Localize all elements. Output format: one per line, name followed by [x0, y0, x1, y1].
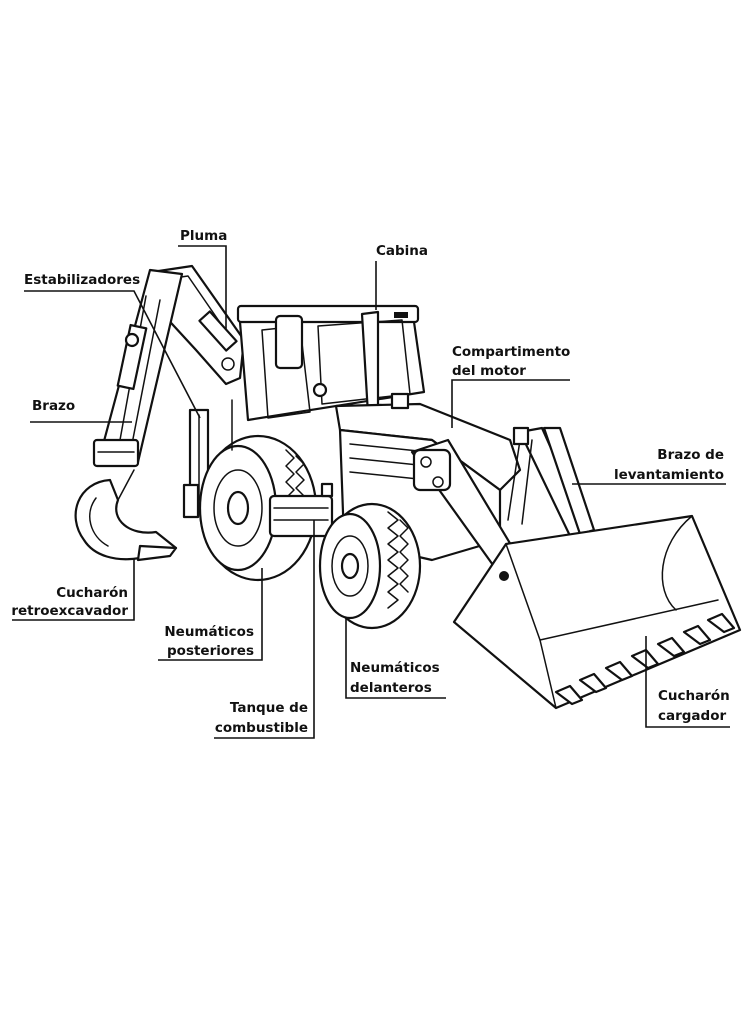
backhoe-arm	[92, 268, 184, 468]
loader-bucket	[452, 514, 742, 710]
leader-compartimento	[451, 379, 570, 428]
label-compartimento-line2: del motor	[452, 363, 526, 379]
label-cucharon-carg-line2: cargador	[658, 708, 726, 724]
backhoe-bucket	[74, 469, 178, 562]
loader-lift-arm	[410, 426, 596, 574]
label-neum-post-line1: Neumáticos	[164, 624, 254, 640]
label-cucharon-retro-line2: retroexcavador	[11, 603, 128, 619]
label-cucharon-retro-line1: Cucharón	[56, 585, 128, 601]
leader-estabilizadores	[24, 290, 201, 419]
cab	[231, 304, 426, 451]
label-cucharon-carg-line1: Cucharón	[658, 688, 730, 704]
leader-neum-del	[345, 618, 446, 699]
front-tire	[318, 502, 422, 630]
leader-neum-post	[158, 568, 263, 661]
backhoe-illustration	[74, 264, 742, 710]
label-brazo-lev-line2: levantamiento	[614, 467, 724, 483]
leader-cucharon-retro	[12, 558, 135, 621]
fuel-tank	[268, 482, 334, 538]
leader-lines	[12, 245, 730, 739]
labels: Pluma Estabilizadores Cabina Brazo Compa…	[11, 228, 729, 736]
label-neum-del-line2: delanteros	[350, 680, 432, 696]
label-tanque-line2: combustible	[215, 720, 308, 736]
label-estabilizadores: Estabilizadores	[24, 272, 140, 288]
label-brazo-lev-line1: Brazo de	[657, 447, 724, 463]
label-brazo: Brazo	[32, 398, 75, 414]
label-neum-del-line1: Neumáticos	[350, 660, 440, 676]
bucket-teeth	[554, 612, 736, 706]
leader-tanque	[214, 520, 315, 739]
label-compartimento-line1: Compartimento	[452, 344, 570, 360]
leader-cucharon-carg	[645, 636, 730, 728]
label-cabina: Cabina	[376, 243, 428, 259]
label-tanque-line1: Tanque de	[230, 700, 308, 716]
label-neum-post-line2: posteriores	[167, 643, 254, 659]
leader-pluma	[178, 245, 227, 330]
label-pluma: Pluma	[180, 228, 227, 244]
stabilizer-leg	[182, 408, 210, 519]
